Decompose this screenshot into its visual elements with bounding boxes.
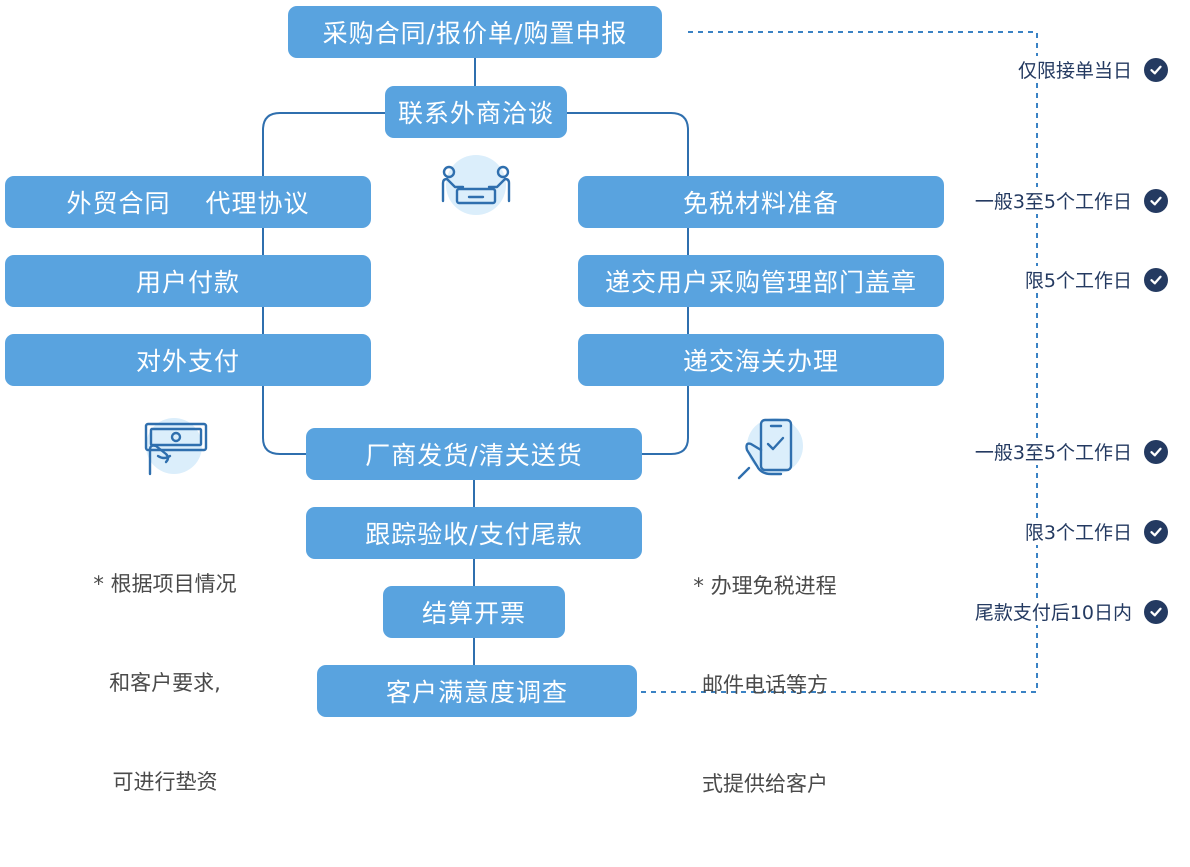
note-right-line: * 办理免税进程 (693, 574, 837, 598)
timeline-item: 限5个工作日 (1020, 266, 1168, 293)
box-taxfree-materials: 免税材料准备 (578, 176, 944, 228)
box-trade-contract: 外贸合同 代理协议 (5, 176, 371, 228)
note-left: * 根据项目情况 和客户要求, 可进行垫资 (75, 502, 255, 865)
box-acceptance: 跟踪验收/支付尾款 (306, 507, 642, 559)
meeting-icon (441, 155, 511, 215)
timeline-item: 仅限接单当日 (1013, 56, 1168, 83)
timeline-label: 尾款支付后10日内 (970, 598, 1132, 625)
timeline-item: 一般3至5个工作日 (970, 438, 1168, 465)
box-foreign-payment: 对外支付 (5, 334, 371, 386)
box-shipping: 厂商发货/清关送货 (306, 428, 642, 480)
check-icon (1144, 188, 1168, 213)
box-purchase-contract: 采购合同/报价单/购置申报 (288, 6, 662, 58)
check-icon (1144, 267, 1168, 292)
note-right-line: 邮件电话等方 (702, 673, 828, 697)
check-icon (1144, 57, 1168, 82)
box-satisfaction: 客户满意度调查 (317, 665, 637, 717)
money-hand-icon (144, 418, 208, 476)
timeline-label: 限3个工作日 (1020, 518, 1132, 545)
connector-lines (262, 31, 1038, 693)
check-icon (1144, 599, 1168, 624)
timeline-item: 限3个工作日 (1020, 518, 1168, 545)
phone-hand-icon (737, 418, 803, 480)
note-right: * 办理免税进程 邮件电话等方 式提供给客户 (675, 504, 855, 867)
timeline-label: 一般3至5个工作日 (970, 187, 1132, 214)
box-negotiate: 联系外商洽谈 (385, 86, 567, 138)
timeline-label: 仅限接单当日 (1013, 56, 1132, 83)
box-user-payment: 用户付款 (5, 255, 371, 307)
check-icon (1144, 439, 1168, 464)
timeline-label: 限5个工作日 (1020, 266, 1132, 293)
connector-left-branch (262, 112, 385, 176)
note-left-line: * 根据项目情况 (93, 572, 237, 596)
timeline-item: 一般3至5个工作日 (970, 187, 1168, 214)
note-left-line: 和客户要求, (109, 671, 221, 695)
connector-left-join (262, 386, 306, 455)
process-diagram: 采购合同/报价单/购置申报 联系外商洽谈 外贸合同 代理协议 用户付款 对外支付… (5, 6, 1168, 796)
connector-right-branch (565, 112, 689, 176)
timeline-item: 尾款支付后10日内 (970, 598, 1168, 625)
check-icon (1144, 519, 1168, 544)
timeline-label: 一般3至5个工作日 (970, 438, 1132, 465)
note-right-line: 式提供给客户 (702, 772, 828, 796)
timeline-dashed-line (640, 31, 1038, 693)
connector-right-join (642, 386, 689, 455)
box-invoice: 结算开票 (383, 586, 565, 638)
note-left-line: 可进行垫资 (112, 770, 218, 794)
box-submit-stamp: 递交用户采购管理部门盖章 (578, 255, 944, 307)
box-customs: 递交海关办理 (578, 334, 944, 386)
